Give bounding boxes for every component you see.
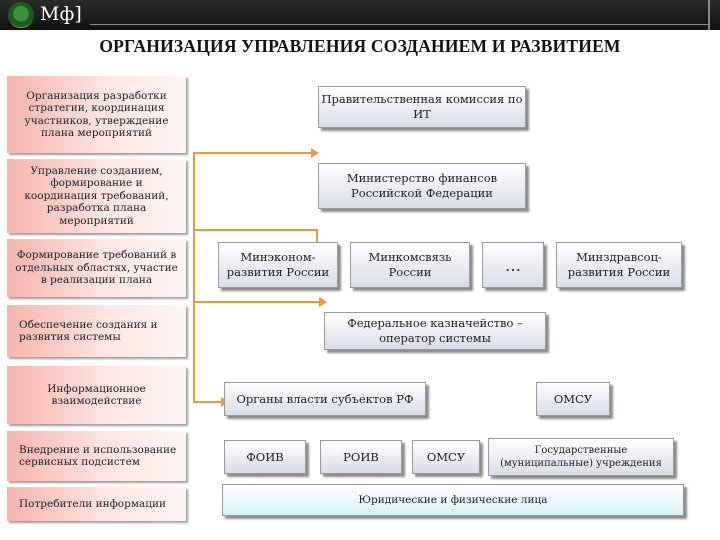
box-state-institutions: Государственные (муниципальные) учрежден… [488, 438, 674, 476]
header-divider-tick [708, 0, 710, 30]
box-minzdrav: Минздравсоц-развития России [556, 242, 682, 288]
function-strategy: Организация разработки стратегии, коорди… [7, 76, 186, 153]
box-gov-commission: Правительственная комиссия по ИТ [318, 86, 526, 128]
arrow-minfin [311, 148, 319, 158]
function-services: Внедрение и использование сервисных подс… [7, 431, 186, 481]
box-foiv: ФОИВ [224, 440, 306, 474]
box-minfin: Министерство финансов Российской Федерац… [318, 163, 526, 209]
connector-trunk [193, 152, 195, 403]
box-treasury: Федеральное казначейство – оператор сист… [324, 312, 546, 350]
function-requirements: Формирование требований в отдельных обла… [7, 239, 186, 297]
function-management: Управление созданием, формирование и коо… [7, 159, 186, 233]
connector-regional [193, 401, 223, 403]
header-divider [90, 24, 710, 25]
box-other-ministries: … [482, 242, 544, 288]
connector-minfin [193, 152, 313, 154]
emblem-icon [8, 2, 34, 28]
header-bar: Мф] [0, 0, 720, 30]
function-interaction: Информационное взаимодействие [7, 366, 186, 424]
box-omsu-top: ОМСУ [536, 382, 610, 416]
box-minkomsvyaz: Минкомсвязь России [350, 242, 470, 288]
box-legal-persons: Юридические и физические лица [222, 484, 684, 516]
box-mineconom: Минэконом-развития России [218, 242, 338, 288]
arrow-treasury [319, 297, 327, 307]
connector-ministries-drop [316, 229, 318, 243]
brand-mark: Мф] [40, 3, 82, 25]
function-development: Обеспечение создания и развития системы [7, 305, 186, 357]
box-regional-authorities: Органы власти субъектов РФ [224, 382, 426, 416]
connector-treasury [193, 301, 321, 303]
box-roiv: РОИВ [320, 440, 402, 474]
box-omsu-bottom: ОМСУ [412, 440, 480, 474]
page-title: ОРГАНИЗАЦИЯ УПРАВЛЕНИЯ СОЗДАНИЕМ И РАЗВИ… [99, 36, 621, 56]
function-consumers: Потребители информации [7, 487, 186, 521]
connector-ministries [193, 229, 318, 231]
